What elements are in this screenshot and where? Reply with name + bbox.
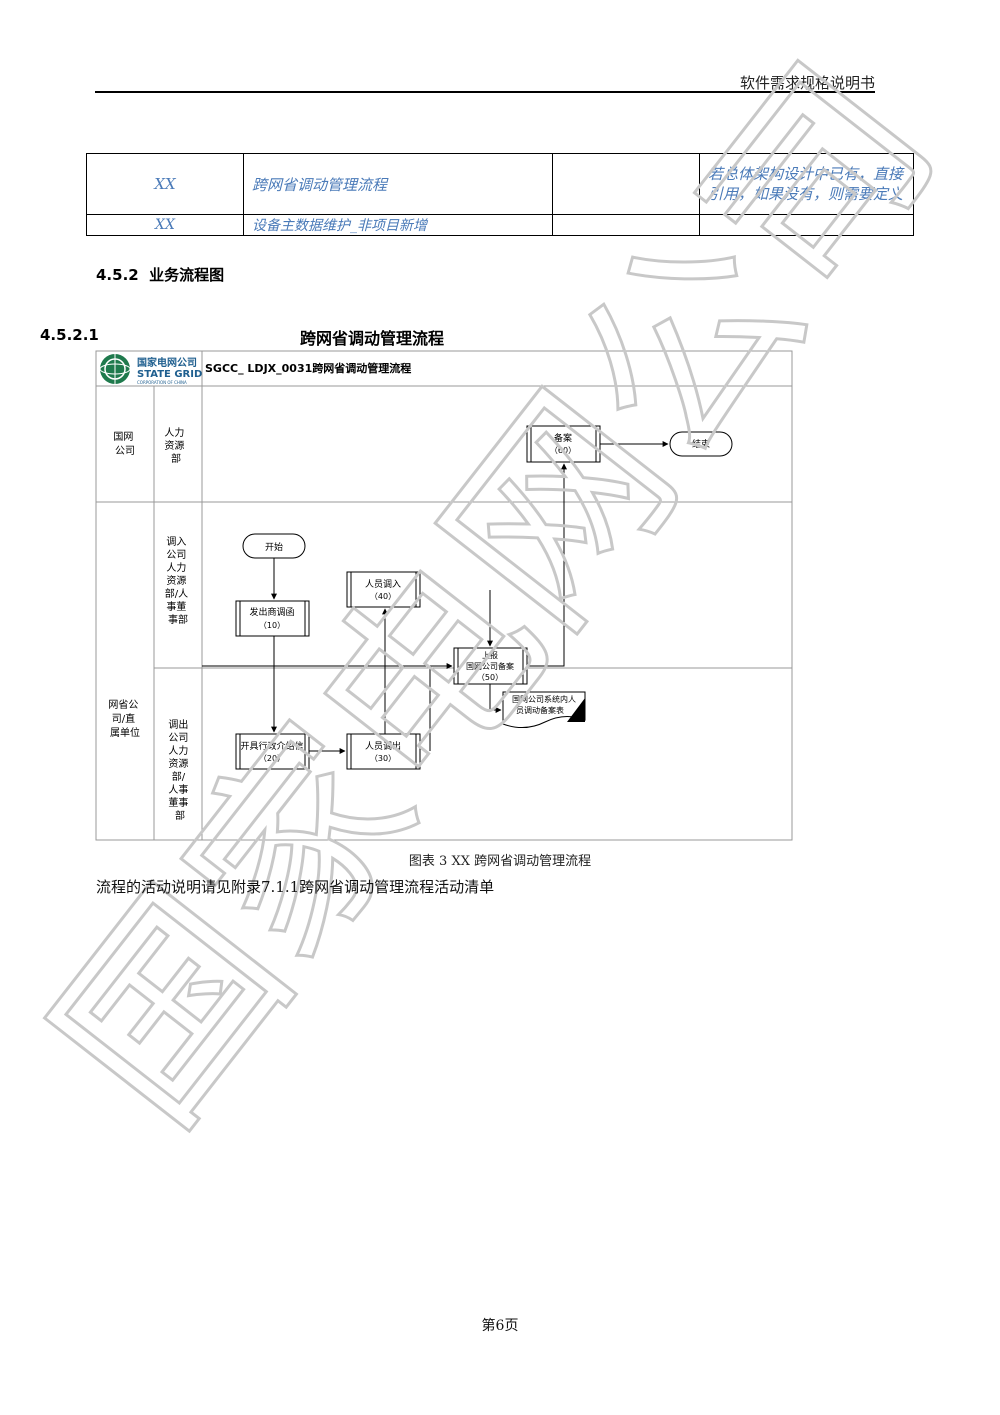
section-number: 4.5.2	[96, 266, 139, 284]
page-number: 第6页	[481, 1318, 519, 1334]
requirements-table: XX 跨网省调动管理流程 若总体架构设计中已有，直接引用，如果没有，则需要定义 …	[86, 153, 914, 236]
lane-label-hq: 国网 公司	[113, 431, 136, 457]
watermark-text: 国家电网公司	[11, 22, 980, 1166]
lane-label-provincial: 网省公 司/直 属单位	[108, 698, 141, 739]
svg-text:发出商调函: 发出商调函	[249, 606, 294, 618]
svg-text:（60）: （60）	[550, 446, 576, 455]
svg-text:上报: 上报	[482, 650, 498, 660]
svg-text:国网公司备案: 国网公司备案	[466, 661, 514, 671]
lane-label-receiving: 调入 公司 人力 资源 部/人 事董 事部	[165, 536, 192, 626]
svg-text:（40）: （40）	[370, 592, 396, 601]
section-heading: 4.5.2 业务流程图	[96, 264, 224, 285]
lane-label-sending: 调出 公司 人力 资源 部/ 人事 董事 部	[168, 718, 191, 822]
svg-text:人员调入: 人员调入	[365, 579, 401, 590]
svg-text:人员调出: 人员调出	[365, 740, 401, 752]
table-row: XX 跨网省调动管理流程 若总体架构设计中已有，直接引用，如果没有，则需要定义	[86, 153, 914, 215]
flow-connectors	[202, 441, 669, 754]
lane-label-hr: 人力 资源 部	[164, 426, 187, 465]
figure-caption: 图表 3 XX 跨网省调动管理流程	[408, 854, 592, 869]
svg-text:（30）: （30）	[370, 754, 396, 763]
table-cell-id: XX	[86, 214, 244, 236]
header-divider	[95, 91, 875, 93]
svg-text:员调动备案表: 员调动备案表	[516, 705, 564, 715]
body-paragraph: 流程的活动说明请见附录7.1.1跨网省调动管理流程活动清单	[96, 878, 495, 896]
table-row: XX 设备主数据维护_非项目新增	[86, 214, 914, 236]
table-cell-id: XX	[86, 153, 244, 215]
svg-text:国网公司系统内人: 国网公司系统内人	[512, 694, 576, 704]
end-label: 结束	[692, 438, 710, 450]
diagram-frame	[95, 350, 793, 841]
process-step-20: 开具行政介绍信 （20）	[235, 733, 310, 770]
subsection-title: 跨网省调动管理流程	[300, 329, 445, 348]
process-step-10: 发出商调函 （10）	[235, 600, 310, 637]
svg-text:（50）: （50）	[477, 673, 503, 682]
process-step-50: 上报 国网公司备案 （50）	[453, 647, 528, 685]
document-record-form: 国网公司系统内人 员调动备案表	[502, 691, 586, 728]
table-cell-note: 若总体架构设计中已有，直接引用，如果没有，则需要定义	[699, 153, 914, 215]
table-cell-note	[699, 214, 914, 236]
document-header-title: 软件需求规格说明书	[739, 74, 875, 92]
process-step-60: 备案 （60）	[526, 425, 601, 463]
section-title: 业务流程图	[149, 266, 225, 284]
logo-en-text: STATE GRID	[137, 369, 202, 380]
process-step-30: 人员调出 （30）	[346, 733, 421, 770]
logo-cn-text: 国家电网公司	[137, 356, 197, 369]
logo-sub-text: CORPORATION OF CHINA	[137, 380, 187, 385]
diagram-title: SGCC_ LDJX_0031跨网省调动管理流程	[205, 361, 411, 375]
start-label: 开始	[265, 541, 283, 553]
table-cell-name: 设备主数据维护_非项目新增	[243, 214, 553, 236]
svg-text:开具行政介绍信: 开具行政介绍信	[240, 740, 303, 752]
svg-text:（10）: （10）	[259, 621, 285, 630]
svg-text:备案: 备案	[554, 432, 572, 444]
process-step-40: 人员调入 （40）	[346, 571, 421, 608]
svg-text:（20）: （20）	[259, 754, 285, 763]
state-grid-logo: 国家电网公司 STATE GRID CORPORATION OF CHINA	[99, 354, 202, 385]
end-node	[669, 431, 733, 457]
table-cell-name: 跨网省调动管理流程	[243, 153, 553, 215]
subsection-number: 4.5.2.1	[40, 326, 99, 344]
